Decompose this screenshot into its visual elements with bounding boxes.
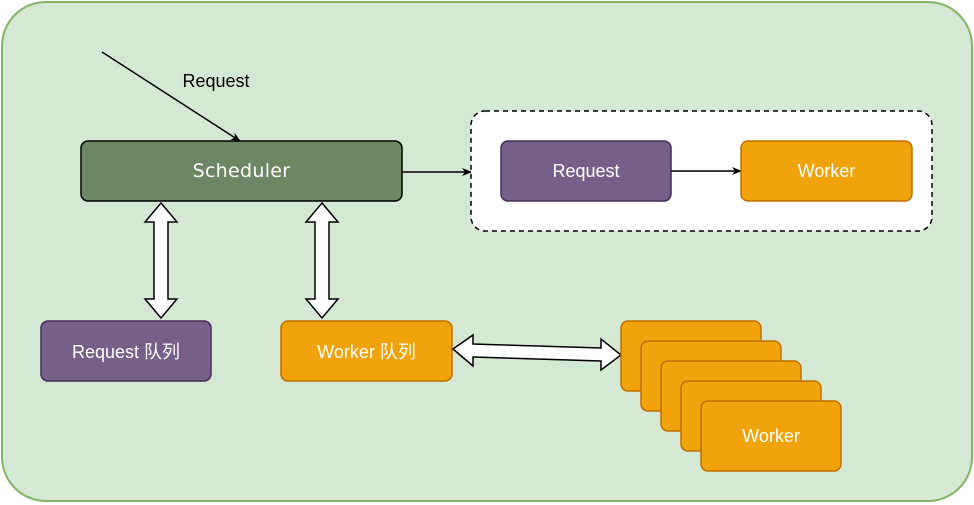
request-queue-box[interactable] bbox=[40, 320, 212, 382]
request-queue-label: Request 队列 bbox=[71, 342, 181, 362]
scheduler-request-queue-double-arrow bbox=[143, 201, 179, 320]
worker-queue-label: Worker 队列 bbox=[317, 342, 416, 362]
group-request-label: Request bbox=[552, 160, 620, 181]
group-worker-box[interactable] bbox=[740, 140, 913, 202]
incoming-request-arrow bbox=[101, 51, 241, 142]
scheduler-worker-queue-double-arrow bbox=[304, 201, 340, 320]
worker-queue-box[interactable] bbox=[280, 320, 453, 382]
incoming-request-label: Request bbox=[182, 70, 250, 91]
worker-stack-label: Worker bbox=[742, 425, 800, 446]
worker-stack-box-5[interactable] bbox=[700, 400, 842, 472]
group-worker-label: Worker bbox=[797, 160, 856, 181]
scheduler-box[interactable] bbox=[80, 140, 403, 202]
scheduler-label: Scheduler bbox=[192, 160, 291, 182]
